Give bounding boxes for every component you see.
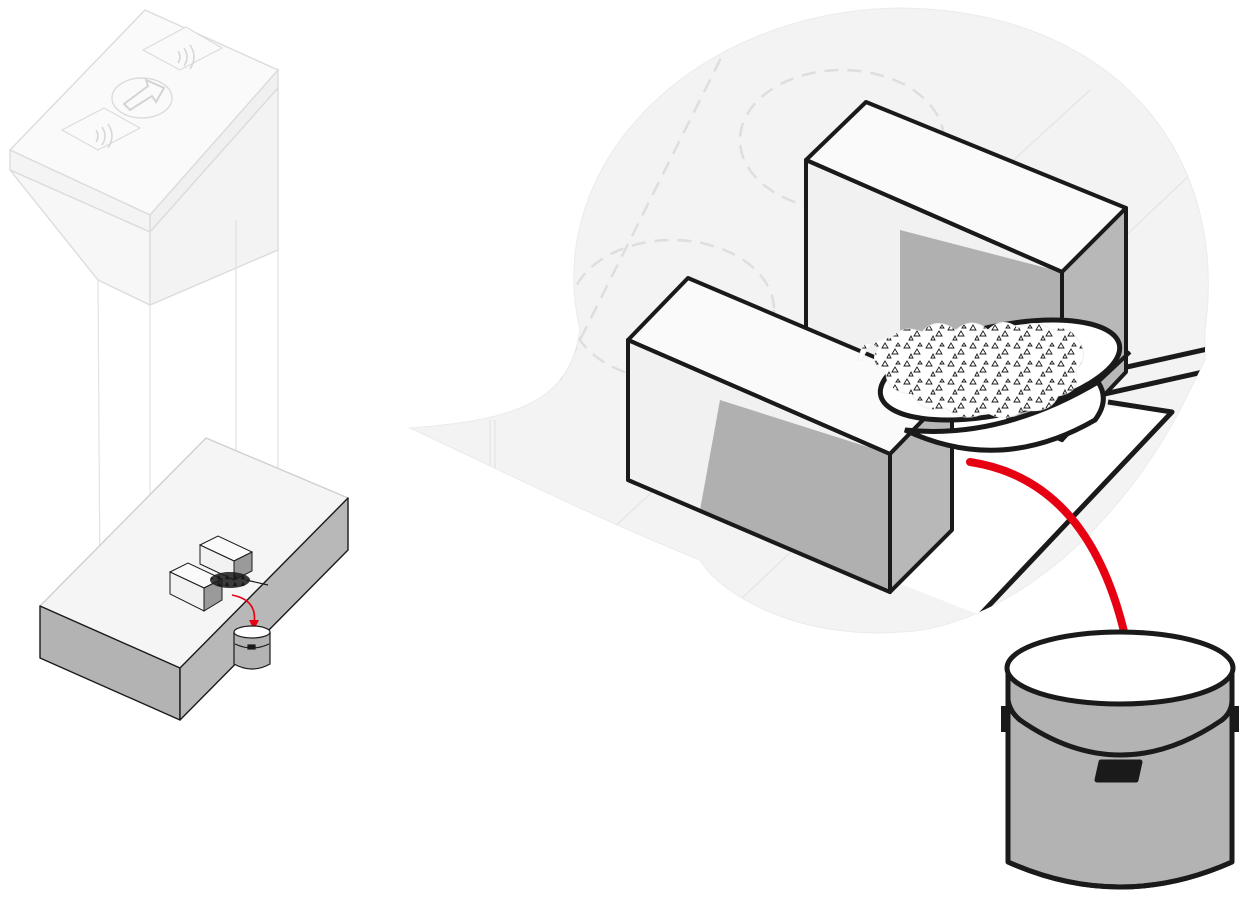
bucket-icon	[233, 625, 271, 670]
drop-arrow-small	[231, 594, 259, 630]
turnstile-head	[8, 9, 280, 307]
waste-debris-small	[210, 572, 269, 588]
reader-block-front	[168, 562, 224, 612]
zoom-detail	[408, 7, 1239, 890]
entry-arrow-icon	[111, 77, 173, 119]
nfc-wave-icon	[95, 123, 113, 149]
nfc-reader-left	[60, 107, 142, 151]
waste-debris	[857, 322, 1084, 418]
turnstile-overview	[8, 9, 349, 721]
base-platform	[39, 437, 349, 721]
bucket-icon	[1001, 629, 1239, 890]
nfc-wave-icon	[177, 44, 195, 70]
nfc-reader-right	[141, 26, 224, 71]
